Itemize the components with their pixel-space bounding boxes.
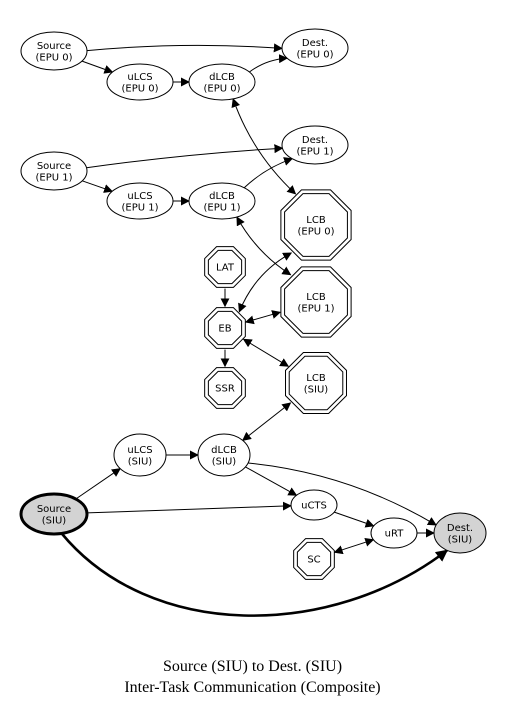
node-label: uLCS	[127, 72, 152, 83]
node-label: Dest.	[302, 135, 328, 146]
node-label: uCTS	[301, 501, 327, 512]
edge-srcs-dsts	[60, 532, 449, 617]
edge-dlcb1-dst1	[243, 157, 294, 189]
edge-dlcb0-dst0	[249, 54, 288, 73]
node-lcb1: LCB(EPU 1)	[280, 266, 352, 338]
edge-dlcbs-lcbs	[241, 402, 292, 441]
edge-eb-lcbs	[242, 338, 290, 367]
node-label: SSR	[215, 384, 235, 395]
node-dst0: Dest.(EPU 0)	[281, 28, 349, 68]
edge-srcs-ucts	[86, 501, 292, 514]
node-urt: uRT	[370, 517, 418, 549]
edge-src0-ulcs0	[81, 60, 114, 74]
node-ucts: uCTS	[290, 489, 338, 521]
caption-subtitle: Inter-Task Communication (Composite)	[124, 679, 381, 696]
node-label: (EPU 1)	[203, 202, 240, 213]
node-label: (EPU 0)	[296, 49, 333, 60]
node-label: (EPU 0)	[203, 83, 240, 94]
node-label: Source	[37, 41, 71, 52]
node-lcbs: LCB(SIU)	[285, 352, 347, 414]
node-src1: Source(EPU 1)	[20, 151, 88, 191]
node-label: dLCB	[209, 72, 235, 83]
node-eb: EB	[204, 307, 246, 349]
node-label: Dest.	[302, 38, 328, 49]
node-dsts: Dest.(SIU)	[433, 512, 487, 554]
caption-title: Source (SIU) to Dest. (SIU)	[162, 658, 343, 675]
node-ulcss: uLCS(SIU)	[113, 433, 167, 477]
edge-dlcbs-ucts	[245, 466, 298, 496]
node-ssr: SSR	[204, 367, 246, 409]
node-dst1: Dest.(EPU 1)	[281, 125, 349, 165]
edge-ucts-urt	[334, 511, 375, 528]
node-dlcb0: dLCB(EPU 0)	[188, 63, 256, 101]
node-label: LCB	[306, 373, 326, 384]
node-label: LAT	[216, 263, 235, 274]
node-label: (EPU 1)	[121, 202, 158, 213]
node-lat: LAT	[204, 246, 246, 288]
edge-src1-ulcs1	[82, 180, 114, 193]
node-label: LCB	[306, 215, 326, 226]
nodes-layer: Source(EPU 0)Dest.(EPU 0)uLCS(EPU 0)dLCB…	[19, 28, 487, 580]
node-label: (EPU 1)	[35, 172, 72, 183]
node-label: (SIU)	[128, 456, 153, 467]
edge-eb-lcb1	[244, 310, 282, 325]
node-label: dLCB	[209, 191, 235, 202]
node-label: Source	[37, 504, 71, 515]
node-label: LCB	[306, 292, 326, 303]
inter-task-communication-diagram: Source(EPU 0)Dest.(EPU 0)uLCS(EPU 0)dLCB…	[19, 28, 487, 617]
node-label: (EPU 0)	[297, 226, 334, 237]
node-lcb0: LCB(EPU 0)	[280, 189, 352, 261]
edges-layer	[60, 43, 449, 617]
node-ulcs0: uLCS(EPU 0)	[106, 63, 174, 101]
node-label: (EPU 0)	[121, 83, 158, 94]
node-label: (SIU)	[448, 534, 473, 545]
node-ulcs1: uLCS(EPU 1)	[106, 182, 174, 220]
node-label: (EPU 1)	[297, 303, 334, 314]
node-label: (EPU 0)	[35, 52, 72, 63]
node-label: uRT	[385, 529, 405, 540]
node-label: dLCB	[211, 445, 237, 456]
node-label: uLCS	[127, 191, 152, 202]
node-label: Dest.	[447, 523, 473, 534]
node-label: (SIU)	[212, 456, 237, 467]
edge-srcs-ulcss	[75, 468, 121, 500]
node-dlcbs: dLCB(SIU)	[197, 433, 251, 477]
node-srcs: Source(SIU)	[19, 492, 89, 536]
node-dlcb1: dLCB(EPU 1)	[188, 182, 256, 220]
edge-src1-dst1	[86, 144, 284, 169]
node-label: SC	[307, 555, 320, 566]
node-label: (EPU 1)	[296, 146, 333, 157]
edge-dlcbs-dsts	[248, 462, 437, 526]
node-label: uLCS	[127, 445, 152, 456]
node-label: (SIU)	[304, 384, 329, 395]
node-label: (SIU)	[42, 515, 67, 526]
edge-sc-urt	[333, 537, 375, 555]
node-label: Source	[37, 161, 71, 172]
node-src0: Source(EPU 0)	[20, 31, 88, 71]
edge-src0-dst0	[86, 43, 283, 53]
edge-eb-lcb0	[238, 252, 293, 313]
node-sc: SC	[293, 538, 335, 580]
node-label: EB	[218, 324, 231, 335]
